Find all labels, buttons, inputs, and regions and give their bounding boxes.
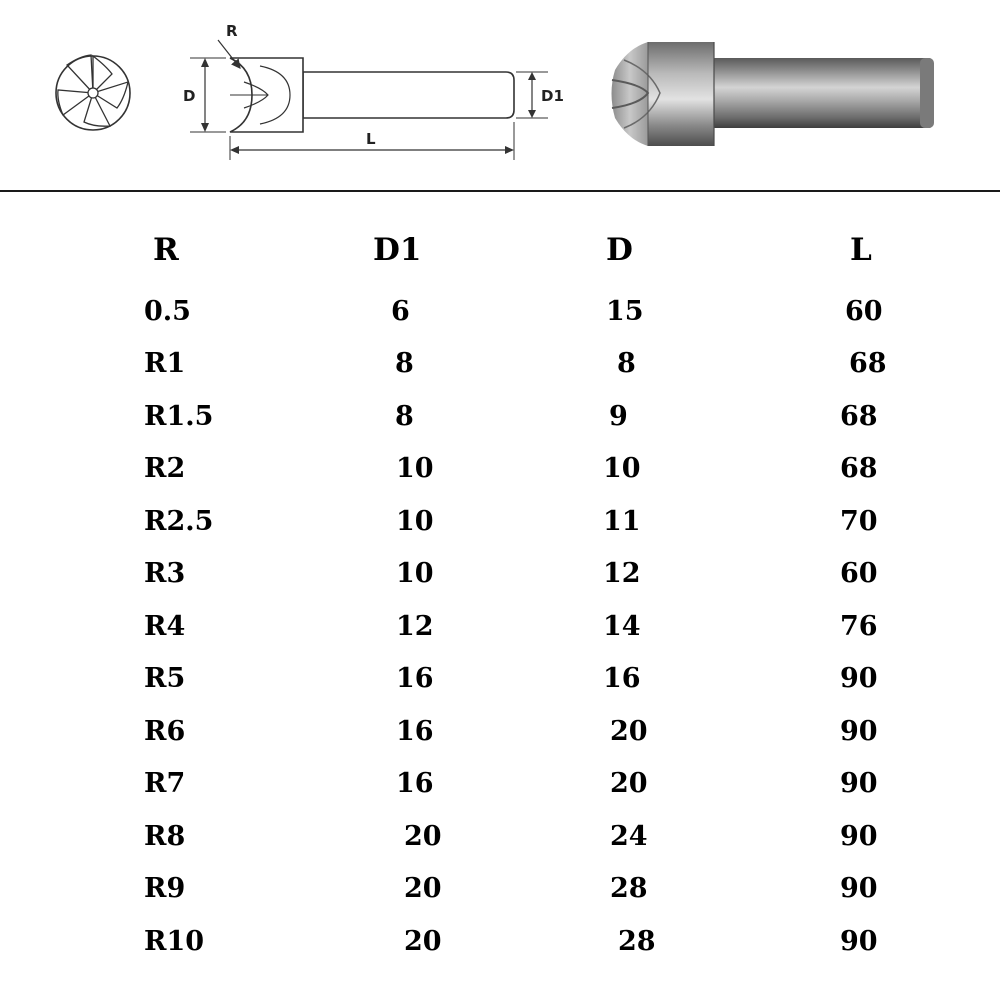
table-cell-r: R10 xyxy=(144,926,205,957)
tool-figure: R D D1 L xyxy=(55,22,934,160)
table-cell-r: R6 xyxy=(144,716,186,747)
table-cell-d1: 20 xyxy=(404,821,442,852)
table-cell-d: 11 xyxy=(603,506,641,537)
table-cell-l: 60 xyxy=(845,296,883,327)
tool-figure-strip: R D D1 L xyxy=(0,0,1000,190)
table-cell-l: 90 xyxy=(840,716,878,747)
table-cell-l: 60 xyxy=(840,558,878,589)
column-header-l: L xyxy=(850,232,872,268)
table-cell-r: R2 xyxy=(144,453,186,484)
column-header-d1: D1 xyxy=(373,232,422,268)
table-cell-r: R8 xyxy=(144,821,186,852)
table-cell-r: R3 xyxy=(144,558,186,589)
table-cell-d1: 8 xyxy=(395,348,414,379)
table-cell-d: 28 xyxy=(610,873,648,904)
table-cell-d: 20 xyxy=(610,716,648,747)
tool-photo xyxy=(611,42,934,146)
table-cell-d1: 20 xyxy=(404,873,442,904)
radius-label: R xyxy=(226,22,238,40)
column-header-d: D xyxy=(606,232,633,268)
table-cell-l: 68 xyxy=(849,348,887,379)
shank-diameter-label: D1 xyxy=(541,87,564,105)
table-cell-r: R1 xyxy=(144,348,186,379)
table-cell-r: R4 xyxy=(144,611,186,642)
table-cell-d: 14 xyxy=(603,611,641,642)
table-cell-d1: 16 xyxy=(396,716,434,747)
length-label: L xyxy=(366,130,376,148)
table-cell-d: 20 xyxy=(610,768,648,799)
table-cell-l: 68 xyxy=(840,401,878,432)
table-cell-d: 9 xyxy=(609,401,628,432)
table-cell-d1: 16 xyxy=(396,768,434,799)
table-cell-d1: 20 xyxy=(404,926,442,957)
table-cell-r: R1.5 xyxy=(144,401,214,432)
table-cell-l: 76 xyxy=(840,611,878,642)
table-cell-l: 70 xyxy=(840,506,878,537)
table-cell-r: R2.5 xyxy=(144,506,214,537)
section-divider xyxy=(0,190,1000,192)
table-cell-d1: 10 xyxy=(396,506,434,537)
table-cell-d: 12 xyxy=(603,558,641,589)
table-cell-l: 90 xyxy=(840,926,878,957)
diameter-label: D xyxy=(183,87,195,105)
table-cell-d: 10 xyxy=(603,453,641,484)
table-cell-r: R9 xyxy=(144,873,186,904)
table-cell-d: 16 xyxy=(603,663,641,694)
table-cell-d: 8 xyxy=(617,348,636,379)
table-cell-d1: 8 xyxy=(395,401,414,432)
table-cell-d1: 16 xyxy=(396,663,434,694)
table-cell-r: 0.5 xyxy=(144,296,191,327)
column-header-r: R xyxy=(153,232,179,268)
table-cell-d: 28 xyxy=(618,926,656,957)
table-cell-l: 90 xyxy=(840,873,878,904)
table-cell-d: 15 xyxy=(606,296,644,327)
table-cell-d1: 12 xyxy=(396,611,434,642)
tool-dimension-drawing: R D D1 L xyxy=(183,22,564,160)
table-cell-d1: 10 xyxy=(396,453,434,484)
table-cell-l: 90 xyxy=(840,821,878,852)
table-cell-d1: 10 xyxy=(396,558,434,589)
table-cell-r: R7 xyxy=(144,768,186,799)
table-cell-l: 68 xyxy=(840,453,878,484)
cutter-end-view xyxy=(55,54,131,131)
table-cell-r: R5 xyxy=(144,663,186,694)
table-cell-d: 24 xyxy=(610,821,648,852)
table-cell-l: 90 xyxy=(840,663,878,694)
table-cell-l: 90 xyxy=(840,768,878,799)
table-cell-d1: 6 xyxy=(391,296,410,327)
